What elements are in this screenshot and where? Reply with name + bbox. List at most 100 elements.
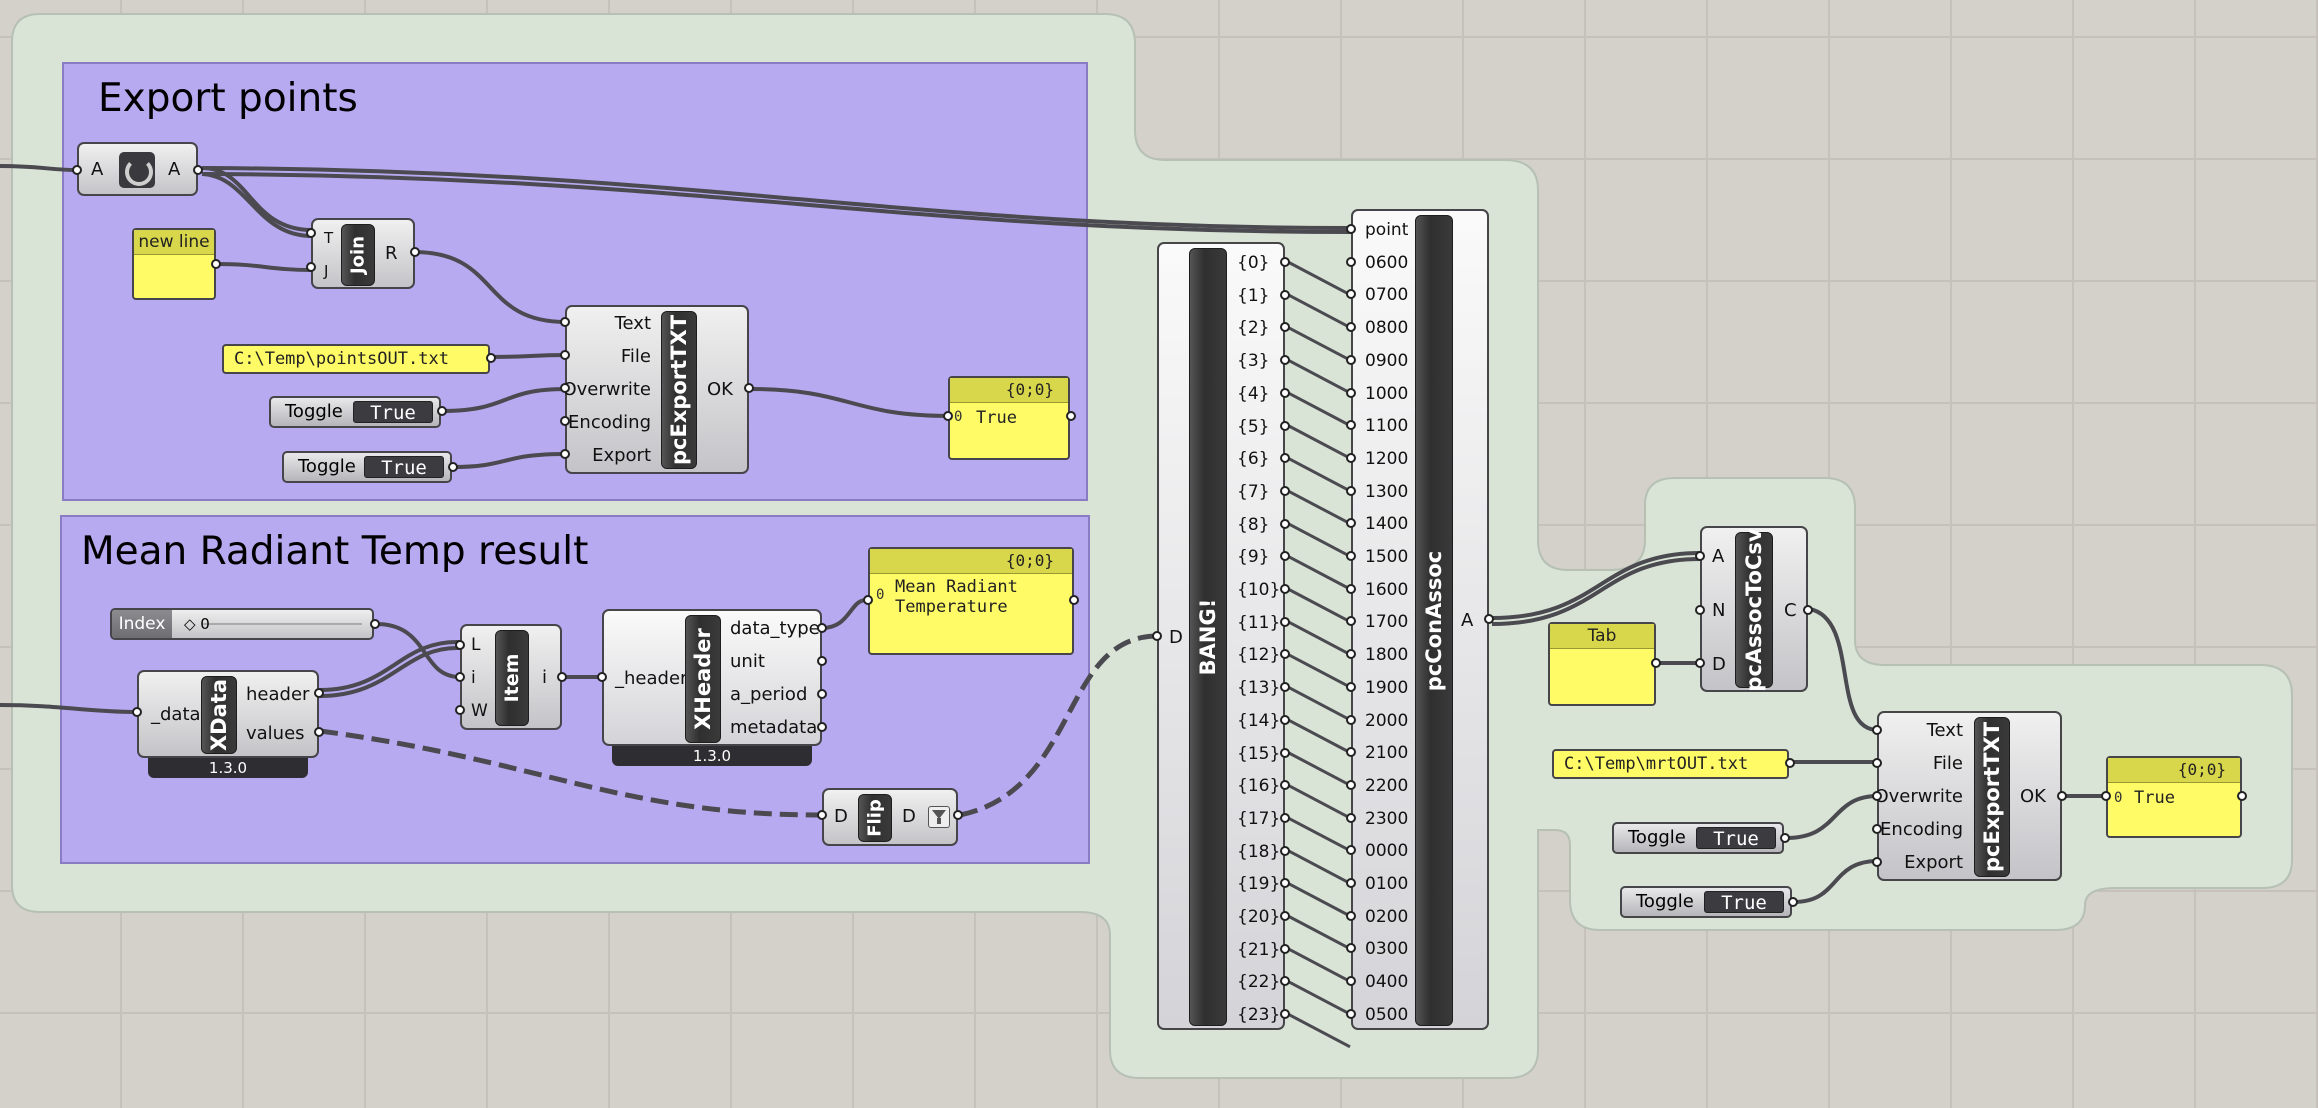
conassoc-input-port[interactable]: [1346, 976, 1356, 987]
bang-output-port[interactable]: [1280, 649, 1290, 660]
path2-output-port[interactable]: [1785, 758, 1795, 768]
csv-port-a[interactable]: [1695, 551, 1705, 561]
bang-output-port[interactable]: [1280, 878, 1290, 889]
conassoc-output-port[interactable]: [1484, 614, 1494, 624]
toggle-export-2[interactable]: Toggle True: [1620, 886, 1792, 918]
index-slider-value[interactable]: ◇ 0: [184, 615, 210, 633]
ok-output-panel-1[interactable]: {0;0} 0 True: [948, 376, 1070, 460]
bang-node[interactable]: D BANG! {0}{1}{2}{3}{4}{5}{6}{7}{8}{9}{1…: [1157, 242, 1285, 1030]
panel1-input-port[interactable]: [943, 411, 953, 421]
xdata-node[interactable]: _data XData header values: [137, 670, 319, 758]
toggle-overwrite-2[interactable]: Toggle True: [1612, 822, 1784, 854]
tab-panel-output-port[interactable]: [1651, 658, 1661, 668]
xheader-port-unit[interactable]: [817, 656, 827, 666]
ok-output-panel-2[interactable]: {0;0} 0 True: [2106, 756, 2242, 838]
bang-input-port[interactable]: [1152, 631, 1162, 641]
bang-output-port[interactable]: [1280, 845, 1290, 856]
bang-output-port[interactable]: [1280, 485, 1290, 496]
bang-output-port[interactable]: [1280, 387, 1290, 398]
export1-port-encoding[interactable]: [560, 416, 570, 426]
join-input-port-t[interactable]: [306, 228, 316, 238]
bang-output-port[interactable]: [1280, 257, 1290, 267]
slider-output-port[interactable]: [370, 619, 380, 629]
export-mrt-node[interactable]: Text File Overwrite Encoding Export pcEx…: [1874, 711, 2062, 881]
export1-port-ok[interactable]: [744, 383, 754, 393]
bang-output-port[interactable]: [1280, 682, 1290, 693]
new-line-panel[interactable]: new line: [132, 228, 216, 300]
conassoc-input-port[interactable]: [1346, 1008, 1356, 1019]
xheader-port-metadata[interactable]: [817, 722, 827, 732]
bang-output-port[interactable]: [1280, 453, 1290, 464]
export2-port-export[interactable]: [1872, 857, 1882, 867]
bang-output-port[interactable]: [1280, 911, 1290, 921]
conassoc-input-port[interactable]: [1346, 616, 1356, 627]
conassoc-input-port[interactable]: [1346, 256, 1356, 267]
toggle1-value[interactable]: True: [353, 401, 433, 424]
path1-output-port[interactable]: [486, 353, 496, 363]
flip-node[interactable]: D Flip D: [822, 788, 958, 846]
bang-output-port[interactable]: [1280, 289, 1290, 300]
mrt-panel-output-port[interactable]: [1069, 595, 1079, 605]
conassoc-input-port[interactable]: [1346, 452, 1356, 463]
csv-port-c[interactable]: [1803, 605, 1813, 615]
toggle3-output-port[interactable]: [1780, 833, 1790, 843]
bang-output-port[interactable]: [1280, 584, 1290, 594]
bang-output-port[interactable]: [1280, 780, 1290, 791]
export1-port-file[interactable]: [560, 350, 570, 360]
path-mrt-input[interactable]: C:\Temp\mrtOUT.txt: [1552, 749, 1789, 779]
assoctocsv-node[interactable]: A N D pcAssocToCsv C: [1700, 526, 1808, 692]
xheader-input-port[interactable]: [597, 672, 607, 682]
relay-input-port[interactable]: [72, 165, 82, 175]
toggle4-output-port[interactable]: [1788, 897, 1798, 907]
export1-port-overwrite[interactable]: [560, 383, 570, 393]
conassoc-input-port[interactable]: [1346, 354, 1356, 365]
export2-port-encoding[interactable]: [1872, 824, 1882, 834]
conassoc-input-port[interactable]: [1346, 322, 1356, 333]
xdata-values-port[interactable]: [314, 727, 324, 737]
join-output-port[interactable]: [410, 247, 420, 257]
conassoc-input-port[interactable]: [1346, 812, 1356, 823]
bang-output-port[interactable]: [1280, 976, 1290, 987]
export2-port-text[interactable]: [1872, 725, 1882, 735]
conassoc-input-port[interactable]: [1346, 551, 1356, 561]
toggle-export-1[interactable]: Toggle True: [282, 451, 452, 483]
bang-output-port[interactable]: [1280, 355, 1290, 366]
item-port-out[interactable]: [557, 672, 567, 682]
toggle2-value[interactable]: True: [364, 456, 444, 479]
conassoc-input-port[interactable]: [1346, 518, 1356, 529]
toggle-overwrite-1[interactable]: Toggle True: [269, 396, 441, 428]
item-port-w[interactable]: [455, 705, 465, 715]
conassoc-input-port[interactable]: [1346, 878, 1356, 888]
conassoc-input-port[interactable]: [1346, 420, 1356, 431]
item-port-l[interactable]: [455, 640, 465, 650]
bang-output-port[interactable]: [1280, 518, 1290, 529]
conassoc-input-port[interactable]: [1346, 943, 1356, 954]
conassoc-input-port[interactable]: [1346, 649, 1356, 660]
export2-port-overwrite[interactable]: [1872, 791, 1882, 801]
path-points-input[interactable]: C:\Temp\pointsOUT.txt: [222, 344, 490, 374]
export-points-node[interactable]: Text File Overwrite Encoding Export pcEx…: [562, 305, 749, 474]
xdata-input-port[interactable]: [132, 707, 142, 717]
panel2-output-port[interactable]: [2237, 791, 2247, 801]
item-port-i[interactable]: [455, 672, 465, 682]
relay-output-port[interactable]: [193, 165, 203, 175]
panel1-output-port[interactable]: [1066, 411, 1076, 421]
index-slider[interactable]: Index ◇ 0: [110, 608, 374, 640]
export2-port-file[interactable]: [1872, 758, 1882, 768]
toggle1-output-port[interactable]: [437, 406, 447, 416]
csv-port-n[interactable]: [1695, 605, 1705, 615]
conassoc-input-port[interactable]: [1346, 224, 1356, 234]
conassoc-input-port[interactable]: [1346, 583, 1356, 594]
new-line-output-port[interactable]: [211, 259, 221, 269]
mrt-output-panel[interactable]: {0;0} 0 Mean Radiant Temperature: [868, 547, 1074, 655]
conassoc-input-port[interactable]: [1346, 681, 1356, 692]
conassoc-input-port[interactable]: [1346, 485, 1356, 496]
bang-output-port[interactable]: [1280, 551, 1290, 562]
xheader-port-a-period[interactable]: [817, 689, 827, 699]
conassoc-input-port[interactable]: [1346, 387, 1356, 398]
xdata-header-port[interactable]: [314, 688, 324, 698]
export1-port-text[interactable]: [560, 317, 570, 327]
conassoc-input-port[interactable]: [1346, 289, 1356, 300]
item-node[interactable]: L i W Item i: [460, 624, 562, 730]
